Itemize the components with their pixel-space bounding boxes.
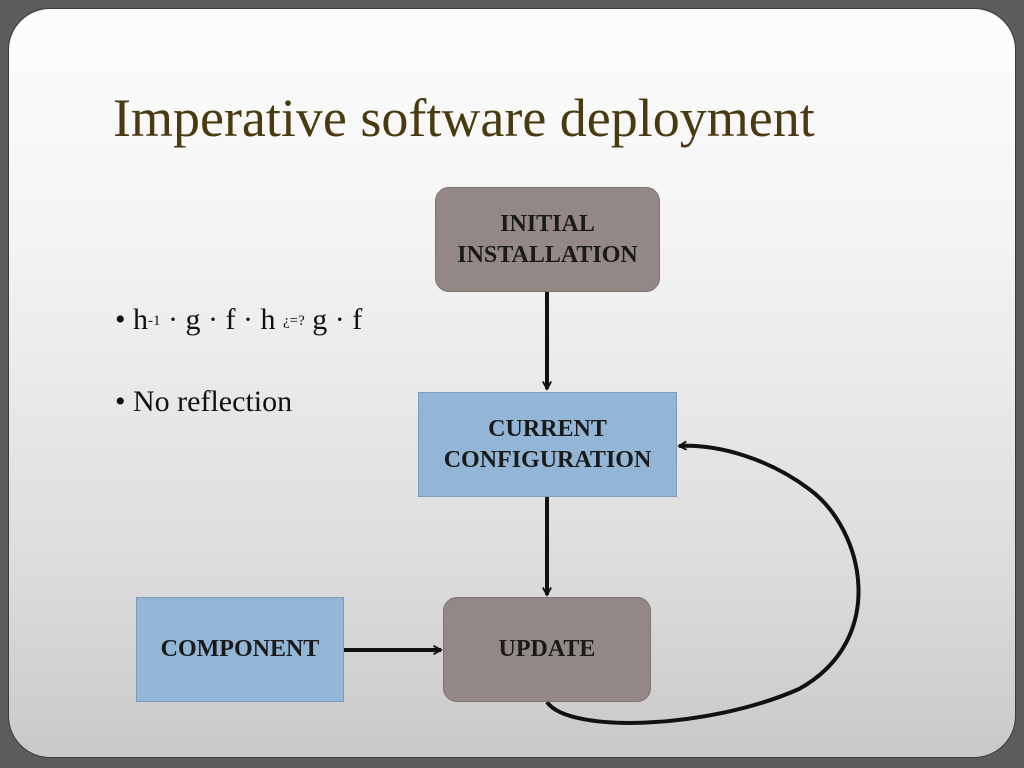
- formula-inverse-exponent: -1: [148, 313, 161, 329]
- formula-question-equals: ¿=?: [282, 313, 305, 329]
- diagram-connectors: [344, 292, 861, 725]
- slide-title: Imperative software deployment: [113, 88, 815, 148]
- formula-rhs: g · f: [304, 303, 363, 336]
- formula-h: h: [133, 303, 149, 336]
- node-initial-installation: INITIAL INSTALLATION: [435, 187, 660, 292]
- bullet-text: No reflection: [133, 385, 293, 418]
- node-label-line: INSTALLATION: [457, 241, 638, 268]
- bullet-formula: • h-1 · g · f · h ¿=? g · f: [115, 303, 362, 337]
- bullet-marker: •: [115, 385, 126, 418]
- formula-composition: · g · f · h: [160, 303, 283, 336]
- node-label: COMPONENT: [160, 636, 320, 662]
- arrow-update-to-current-loop: [545, 446, 861, 725]
- node-label-line: CONFIGURATION: [443, 446, 652, 473]
- bullet-no-reflection: • No reflection: [115, 385, 292, 419]
- node-update: UPDATE: [443, 597, 651, 702]
- node-label: UPDATE: [498, 636, 596, 662]
- slide: Imperative software deployment • h-1 · g…: [8, 8, 1016, 758]
- node-label-line: INITIAL: [500, 210, 595, 237]
- node-current-configuration: CURRENT CONFIGURATION: [418, 392, 677, 497]
- node-component: COMPONENT: [136, 597, 344, 702]
- node-label-line: CURRENT: [488, 415, 607, 442]
- bullet-marker: •: [115, 303, 126, 336]
